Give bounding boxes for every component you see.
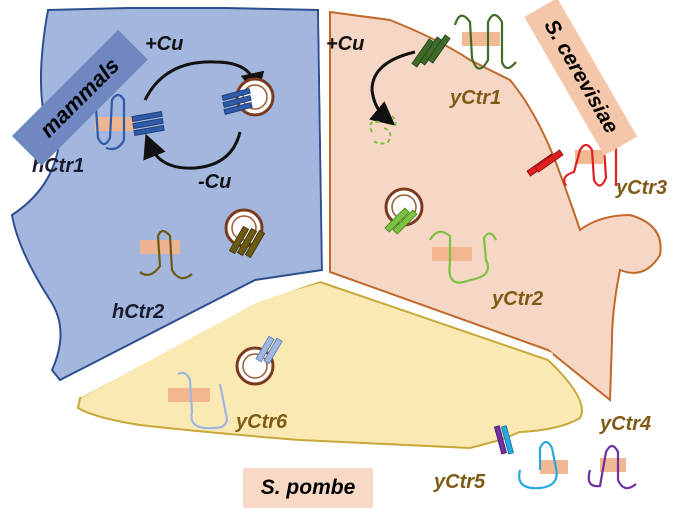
yctr4-label: yCtr4 <box>599 413 651 435</box>
hctr2-bars-vesicle <box>228 225 266 259</box>
cu-uptake-arrow <box>369 50 416 126</box>
hctr1-bars-vesicle <box>221 87 253 116</box>
s-cerevisiae-cell <box>329 10 662 403</box>
yctr4-icon <box>587 444 637 490</box>
cu-cycle-arrows <box>143 60 265 170</box>
s-pombe-banner-text: S. pombe <box>260 476 356 499</box>
yctr2-bars-vesicle <box>384 207 418 235</box>
hctr2-icon <box>139 229 193 280</box>
yctr3-label: yCtr3 <box>615 177 667 199</box>
minus-cu-label: -Cu <box>198 171 231 193</box>
hctr1-bars-membrane <box>131 110 165 137</box>
s-pombe-banner: S. pombe <box>243 468 373 508</box>
yctr1-label: yCtr1 <box>449 87 501 109</box>
yctr1-icon <box>453 13 517 70</box>
plus-cu-right-label: +Cu <box>326 33 364 55</box>
yctr2-icon <box>429 230 497 284</box>
yctr6-label: yCtr6 <box>235 411 288 433</box>
yctr5-bars-membrane <box>493 425 515 455</box>
yctr6-icon <box>177 371 228 430</box>
plus-cu-left-label: +Cu <box>145 33 183 55</box>
hctr2-label: hCtr2 <box>112 301 164 323</box>
vesicle-pombe <box>235 346 275 386</box>
s-pombe-cell <box>76 280 583 450</box>
degraded-transporter-icon <box>369 115 397 145</box>
yctr5-label: yCtr5 <box>433 471 486 493</box>
yctr3-bars-membrane <box>526 149 564 177</box>
yctr6-bars-vesicle <box>255 335 283 365</box>
yctr1-bars-membrane <box>411 34 451 68</box>
yctr2-label: yCtr2 <box>491 288 543 310</box>
yctr5-icon <box>518 440 558 490</box>
